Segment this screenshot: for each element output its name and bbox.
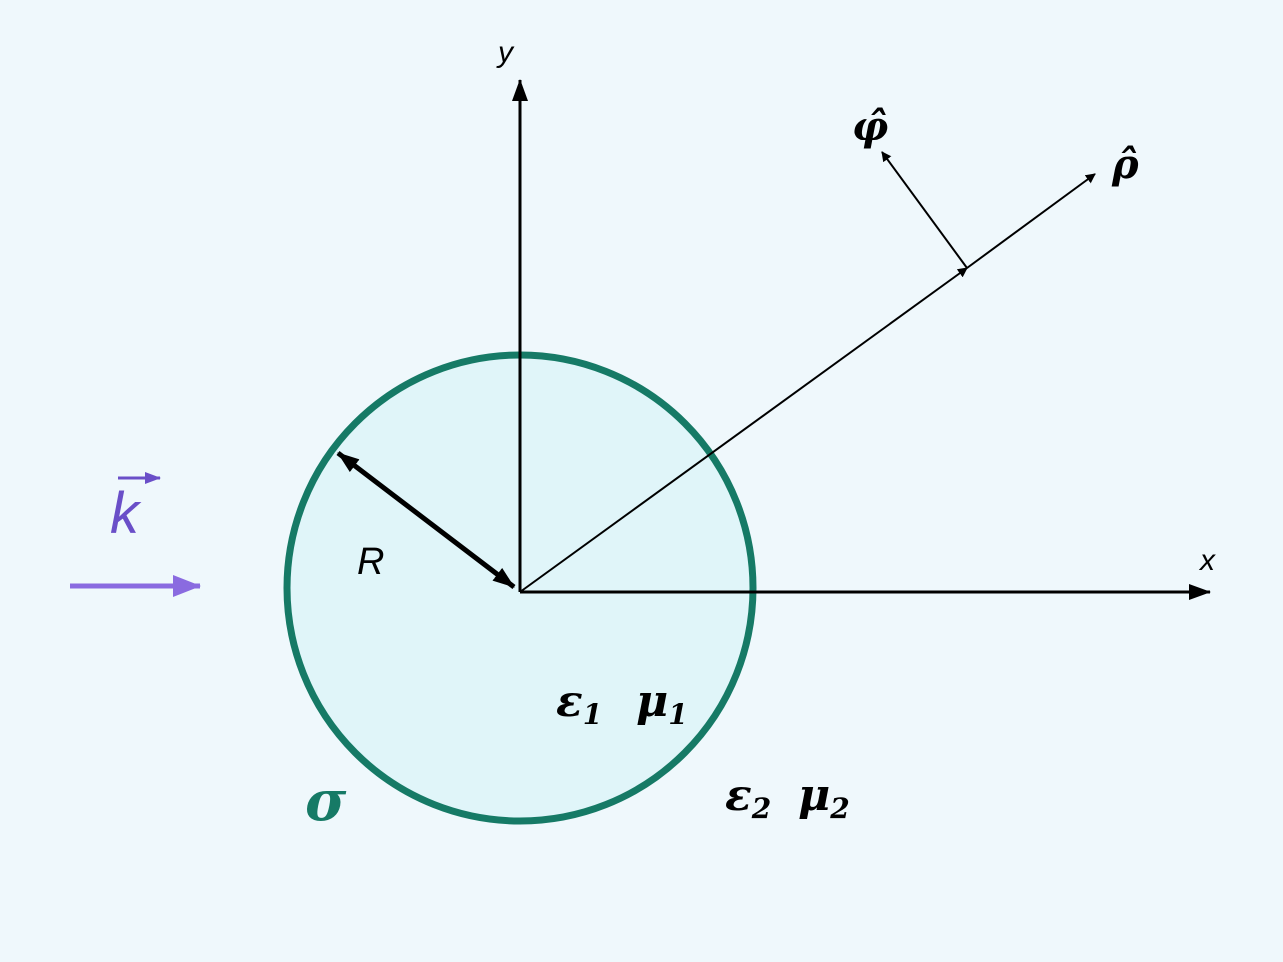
phi-hat-label: φ̂ [852,103,888,150]
y-axis-label: y [496,36,515,69]
inner-medium-label: ε1 μ1 [556,676,688,731]
mu-2-subscript: 2 [829,792,849,825]
position-vector [519,267,968,593]
radius-arrow [336,451,516,589]
svg-text:μ1: μ1 [636,676,688,731]
mu-2: μ [798,770,830,821]
wave-vector-label: k [110,481,142,546]
epsilon-1: ε [556,676,583,727]
radius-label: R [357,541,384,583]
outer-medium-label: ε2 μ2 [725,770,850,825]
rho-unit-vector [966,173,1096,269]
svg-text:ε2: ε2 [725,770,771,825]
phi-unit-vector [881,151,968,269]
conductivity-label: σ [305,768,347,834]
mu-1: μ [636,676,668,727]
svg-text:μ2: μ2 [798,770,850,825]
epsilon-2: ε [725,770,752,821]
x-axis-label: x [1198,544,1216,577]
epsilon-1-subscript: 1 [583,698,602,731]
rho-hat-label: ρ̂ [1111,141,1139,188]
mu-1-subscript: 1 [668,698,687,731]
svg-text:ε1: ε1 [556,676,602,731]
epsilon-2-subscript: 2 [751,792,771,825]
